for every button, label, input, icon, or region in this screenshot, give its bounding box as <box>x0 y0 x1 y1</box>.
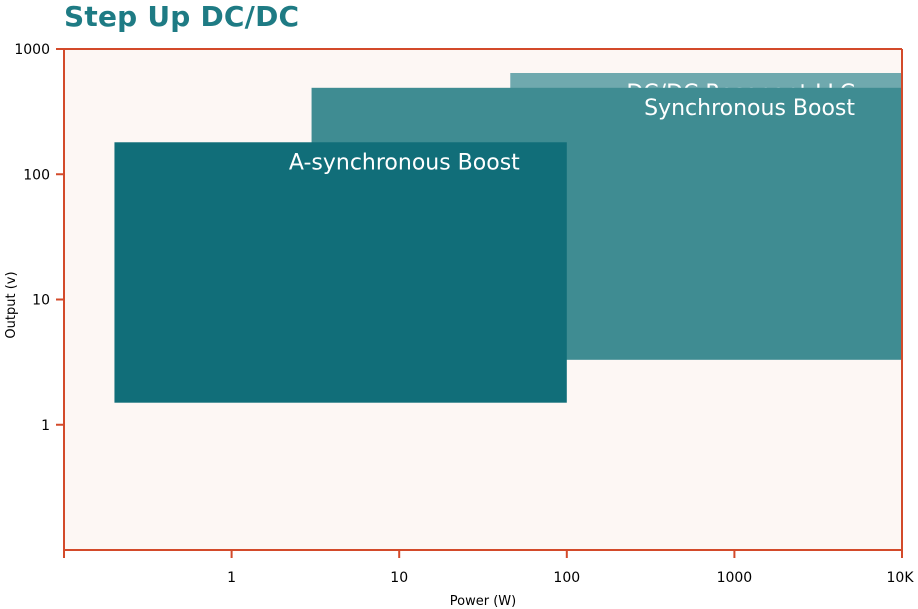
regions-layer: DC/DC Resonant LLCSynchronous BoostA-syn… <box>114 73 902 403</box>
axes-layer: 1 10 100 1000 10K 1 10 100 1000 <box>14 42 914 586</box>
x-tick-label: 1 <box>227 570 236 586</box>
x-tick-label: 10 <box>390 570 408 586</box>
region-label-synchronous-boost: Synchronous Boost <box>644 96 855 121</box>
y-tick-label: 10 <box>32 293 50 309</box>
region-label-a-synchronous-boost: A-synchronous Boost <box>289 150 520 175</box>
y-tick-label: 100 <box>23 167 50 183</box>
y-tick-label: 1 <box>41 418 50 434</box>
y-axis-label: Output (v) <box>4 271 19 338</box>
region-dc-dc-resonant-llc <box>510 73 902 91</box>
chart-title: Step Up DC/DC <box>64 0 300 33</box>
x-tick-label: 100 <box>553 570 580 586</box>
x-axis-label: Power (W) <box>450 594 516 609</box>
x-tick-label: 10K <box>887 570 915 586</box>
y-tick-label: 1000 <box>14 42 50 58</box>
region-a-synchronous-boost <box>114 142 567 403</box>
x-tick-label: 1000 <box>717 570 753 586</box>
